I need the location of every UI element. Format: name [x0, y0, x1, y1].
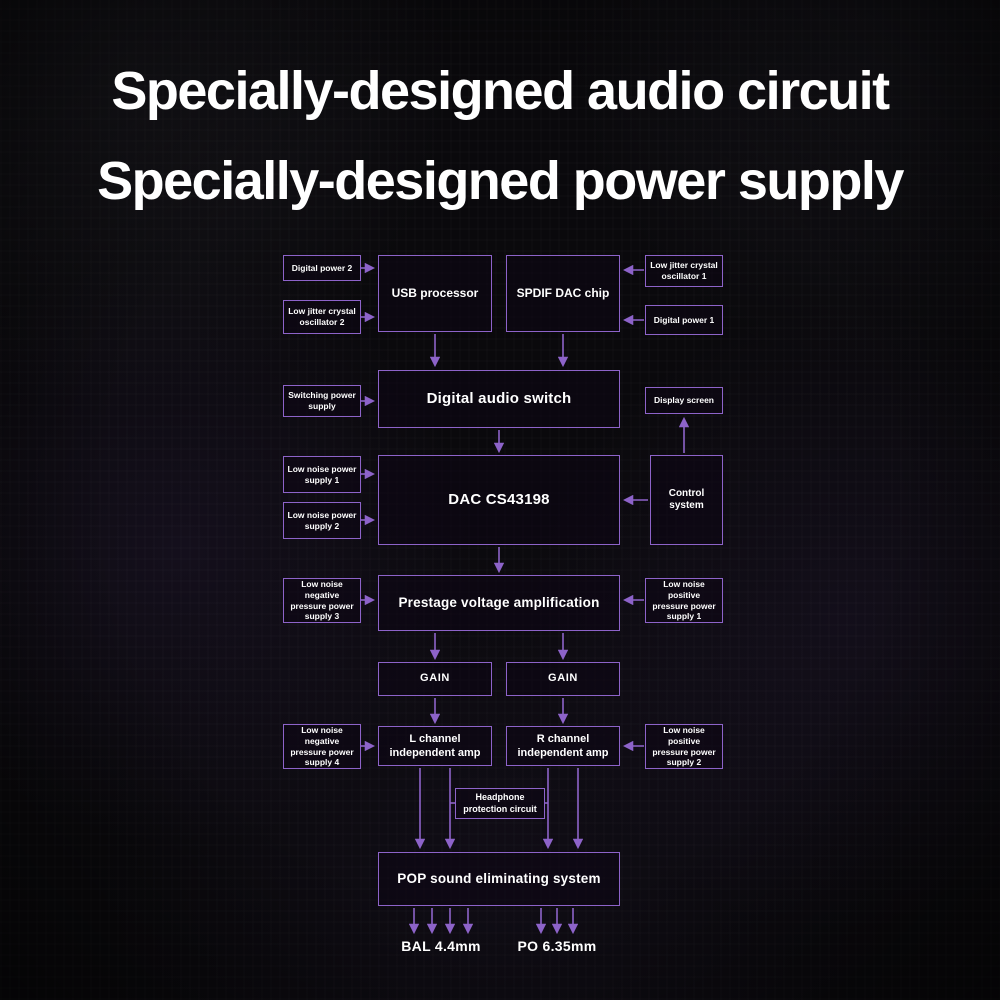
block-dac-cs43198: DAC CS43198 [378, 455, 620, 545]
title-line-2: Specially-designed power supply [97, 151, 904, 211]
block-low-noise-power-supply-2: Low noise power supply 2 [283, 502, 361, 539]
block-usb-processor: USB processor [378, 255, 492, 332]
block-low-noise-negative-pressure-power-supply-3: Low noise negative pressure power supply… [283, 578, 361, 623]
block-digital-power-2: Digital power 2 [283, 255, 361, 281]
block-gain-right: GAIN [506, 662, 620, 696]
block-spdif-dac-chip: SPDIF DAC chip [506, 255, 620, 332]
block-switching-power-supply: Switching power supply [283, 385, 361, 417]
block-prestage-voltage-amplification: Prestage voltage amplification [378, 575, 620, 631]
block-l-channel-independent-amp: L channel independent amp [378, 726, 492, 766]
block-headphone-protection-circuit: Headphone protection circuit [455, 788, 545, 819]
title-line-1: Specially-designed audio circuit [111, 61, 890, 121]
block-low-jitter-crystal-oscillator-1: Low jitter crystal oscillator 1 [645, 255, 723, 287]
block-low-noise-power-supply-1: Low noise power supply 1 [283, 456, 361, 493]
block-low-noise-negative-pressure-power-supply-4: Low noise negative pressure power supply… [283, 724, 361, 769]
block-low-noise-positive-pressure-power-supply-1: Low noise positive pressure power supply… [645, 578, 723, 623]
block-gain-left: GAIN [378, 662, 492, 696]
block-r-channel-independent-amp: R channel independent amp [506, 726, 620, 766]
output-label-bal: BAL 4.4mm [401, 938, 481, 954]
block-digital-power-1: Digital power 1 [645, 305, 723, 335]
output-label-po: PO 6.35mm [517, 938, 597, 954]
block-control-system: Control system [650, 455, 723, 545]
block-display-screen: Display screen [645, 387, 723, 414]
block-low-jitter-crystal-oscillator-2: Low jitter crystal oscillator 2 [283, 300, 361, 334]
block-digital-audio-switch: Digital audio switch [378, 370, 620, 428]
block-low-noise-positive-pressure-power-supply-2: Low noise positive pressure power supply… [645, 724, 723, 769]
block-pop-sound-eliminating-system: POP sound eliminating system [378, 852, 620, 906]
